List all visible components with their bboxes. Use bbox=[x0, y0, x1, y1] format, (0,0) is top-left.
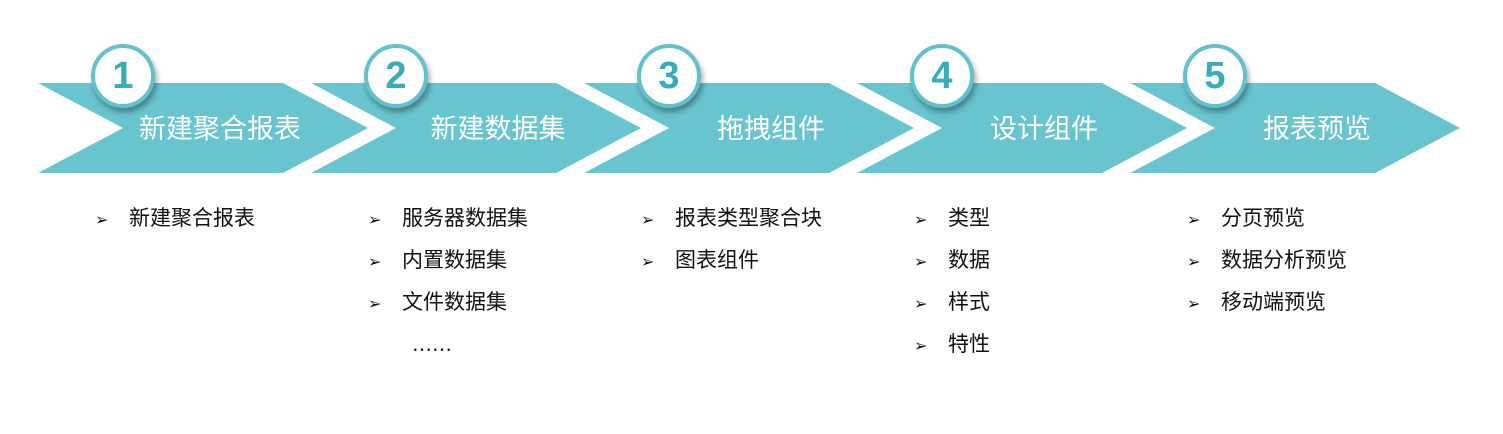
list-item: ➢ 新建聚合报表 bbox=[95, 200, 255, 242]
list-item: ➢ 内置数据集 bbox=[368, 242, 528, 284]
list-item-label: 图表组件 bbox=[675, 248, 759, 272]
arrow-bullet-icon: ➢ bbox=[1187, 252, 1201, 271]
arrow-bullet-icon: ➢ bbox=[1187, 294, 1201, 313]
list-item: ➢ 移动端预览 bbox=[1187, 284, 1347, 326]
arrow-bullet-icon: ➢ bbox=[914, 210, 928, 229]
list-item: ➢ 服务器数据集 bbox=[368, 200, 528, 242]
list-item: ➢ 数据 bbox=[914, 242, 990, 284]
step-3-list: ➢ 报表类型聚合块 ➢ 图表组件 bbox=[641, 200, 822, 284]
list-item-label: 样式 bbox=[948, 290, 990, 314]
list-item-label: 特性 bbox=[948, 332, 990, 356]
step-number-badge: 2 bbox=[364, 44, 428, 108]
arrow-bullet-icon: ➢ bbox=[368, 252, 382, 271]
arrow-bullet-icon: ➢ bbox=[914, 294, 928, 313]
list-item: ➢ 类型 bbox=[914, 200, 990, 242]
step-title: 新建数据集 bbox=[430, 114, 566, 145]
list-item-label: 文件数据集 bbox=[402, 290, 507, 314]
step-number-badge: 5 bbox=[1183, 44, 1247, 108]
arrow-bullet-icon: ➢ bbox=[641, 252, 655, 271]
list-item: ➢ 特性 bbox=[914, 326, 990, 368]
step-number-badge: 3 bbox=[637, 44, 701, 108]
arrow-bullet-icon: ➢ bbox=[368, 294, 382, 313]
list-item-label: 新建聚合报表 bbox=[129, 206, 255, 230]
list-item: ➢ 文件数据集 bbox=[368, 284, 528, 326]
step-4-list: ➢ 类型 ➢ 数据 ➢ 样式 ➢ 特性 bbox=[914, 200, 990, 368]
list-item-label: 类型 bbox=[948, 206, 990, 230]
step-number-badge: 4 bbox=[910, 44, 974, 108]
list-item-label: 移动端预览 bbox=[1221, 290, 1326, 314]
arrow-bullet-icon: ➢ bbox=[914, 336, 928, 355]
list-item-label: 内置数据集 bbox=[402, 248, 507, 272]
step-number-badge: 1 bbox=[91, 44, 155, 108]
more-ellipsis: …… bbox=[412, 332, 452, 356]
step-5-list: ➢ 分页预览 ➢ 数据分析预览 ➢ 移动端预览 bbox=[1187, 200, 1347, 326]
step-title: 报表预览 bbox=[1263, 114, 1371, 145]
arrow-bullet-icon: ➢ bbox=[914, 252, 928, 271]
step-title: 新建聚合报表 bbox=[139, 114, 301, 145]
list-item-label: 服务器数据集 bbox=[402, 206, 528, 230]
arrow-bullet-icon: ➢ bbox=[1187, 210, 1201, 229]
list-item-label: 分页预览 bbox=[1221, 206, 1305, 230]
list-item-label: 数据 bbox=[948, 248, 990, 272]
arrow-bullet-icon: ➢ bbox=[368, 210, 382, 229]
arrow-bullet-icon: ➢ bbox=[95, 210, 109, 229]
list-item-label: 数据分析预览 bbox=[1221, 248, 1347, 272]
step-title: 拖拽组件 bbox=[717, 114, 825, 145]
list-item: ➢ 图表组件 bbox=[641, 242, 822, 284]
step-2-list: ➢ 服务器数据集 ➢ 内置数据集 ➢ 文件数据集 …… bbox=[368, 200, 528, 368]
list-item: ➢ 样式 bbox=[914, 284, 990, 326]
list-item: ➢ 数据分析预览 bbox=[1187, 242, 1347, 284]
step-1-list: ➢ 新建聚合报表 bbox=[95, 200, 255, 242]
arrow-bullet-icon: ➢ bbox=[641, 210, 655, 229]
list-item-label: 报表类型聚合块 bbox=[675, 206, 822, 230]
list-item: ➢ 分页预览 bbox=[1187, 200, 1347, 242]
step-title: 设计组件 bbox=[990, 114, 1098, 145]
list-item: ➢ 报表类型聚合块 bbox=[641, 200, 822, 242]
